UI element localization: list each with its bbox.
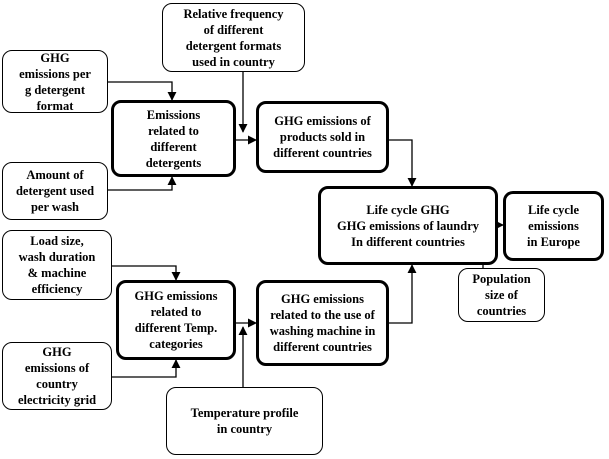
detergent-formats-box: Relative frequency of different detergen… xyxy=(162,3,305,72)
ghg-per-g-box: GHG emissions per g detergent format xyxy=(2,50,108,113)
ghg-electricity-label: GHG emissions of country electricity gri… xyxy=(17,345,97,407)
amount-detergent-label: Amount of detergent used per wash xyxy=(15,168,95,214)
amount-detergent-box: Amount of detergent used per wash xyxy=(2,162,108,220)
emissions-detergents-label: Emissions related to different detergent… xyxy=(145,107,202,170)
ghg-washing-machine-box: GHG emissions related to the use of wash… xyxy=(256,280,389,366)
ghg-products-label: GHG emissions of products sold in differ… xyxy=(273,114,372,160)
ghg-temp-box: GHG emissions related to different Temp.… xyxy=(116,280,236,360)
arrow-ghg-washing-machine-to-life-cycle-laundry xyxy=(389,264,417,324)
ghg-temp-label: GHG emissions related to different Temp.… xyxy=(134,289,218,351)
temperature-profile-label: Temperature profile in country xyxy=(190,406,299,436)
emissions-detergents-box: Emissions related to different detergent… xyxy=(111,100,236,177)
arrow-amount-detergent-to-emissions-detergents xyxy=(108,176,177,191)
arrow-load-size-to-ghg-temp xyxy=(112,265,181,281)
population-label: Population size of countries xyxy=(472,272,531,318)
detergent-formats-label: Relative frequency of different detergen… xyxy=(183,6,284,69)
life-cycle-europe-label: Life cycle emissions in Europe xyxy=(527,203,580,249)
ghg-per-g-label: GHG emissions per g detergent format xyxy=(19,50,91,113)
life-cycle-laundry-box: Life cycle GHG GHG emissions of laundry … xyxy=(318,186,498,265)
load-size-box: Load size, wash duration & machine effic… xyxy=(2,230,112,300)
ghg-washing-machine-label: GHG emissions related to the use of wash… xyxy=(269,292,376,354)
arrow-ghg-per-g-to-emissions-detergents xyxy=(108,81,177,101)
ghg-electricity-box: GHG emissions of country electricity gri… xyxy=(2,342,112,410)
ghg-products-box: GHG emissions of products sold in differ… xyxy=(256,101,389,173)
population-box: Population size of countries xyxy=(458,268,545,322)
load-size-label: Load size, wash duration & machine effic… xyxy=(18,234,96,296)
temperature-profile-box: Temperature profile in country xyxy=(166,387,323,455)
life-cycle-europe-box: Life cycle emissions in Europe xyxy=(503,191,604,261)
arrow-ghg-products-to-life-cycle-laundry xyxy=(389,139,417,187)
arrow-ghg-electricity-to-ghg-temp xyxy=(112,359,181,378)
life-cycle-laundry-label: Life cycle GHG GHG emissions of laundry … xyxy=(336,202,480,249)
